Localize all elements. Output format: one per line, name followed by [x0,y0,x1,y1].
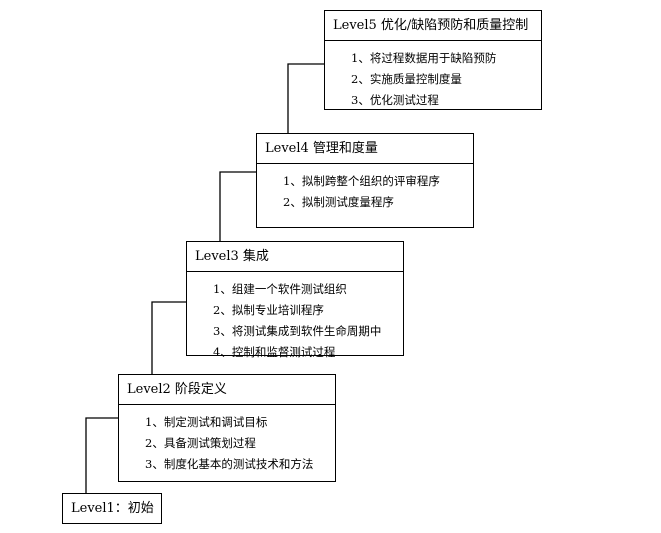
level2-item: 1、制定测试和调试目标 [145,415,268,429]
level2-items: 1、制定测试和调试目标 2、具备测试策划过程 3、制度化基本的测试技术和方法 [119,405,335,475]
level4-title: Level4 管理和度量 [257,134,473,164]
level5-box: Level5 优化/缺陷预防和质量控制 1、将过程数据用于缺陷预防 2、实施质量… [324,10,542,110]
level4-box: Level4 管理和度量 1、拟制跨整个组织的评审程序 2、拟制测试度量程序 [256,133,474,228]
level1-box: Level1：初始 [62,493,162,524]
level5-item: 1、将过程数据用于缺陷预防 [351,51,497,65]
level3-items: 1、组建一个软件测试组织 2、拟制专业培训程序 3、将测试集成到软件生命周期中 … [187,272,403,363]
level3-item: 1、组建一个软件测试组织 [213,282,347,296]
connector-l1-l2 [85,417,118,493]
level3-item: 2、拟制专业培训程序 [213,303,324,317]
connector-l3-l4 [219,171,256,241]
level3-item: 3、将测试集成到软件生命周期中 [213,324,382,338]
level4-item: 2、拟制测试度量程序 [283,195,394,209]
connector-l4-l5 [287,63,324,133]
level3-item: 4、控制和监督测试过程 [213,345,336,359]
level5-items: 1、将过程数据用于缺陷预防 2、实施质量控制度量 3、优化测试过程 [325,41,541,111]
level3-title: Level3 集成 [187,242,403,272]
level5-item: 3、优化测试过程 [351,93,439,107]
level2-item: 2、具备测试策划过程 [145,436,256,450]
level4-items: 1、拟制跨整个组织的评审程序 2、拟制测试度量程序 [257,164,473,213]
level3-box: Level3 集成 1、组建一个软件测试组织 2、拟制专业培训程序 3、将测试集… [186,241,404,359]
level2-item: 3、制度化基本的测试技术和方法 [145,457,314,471]
level2-title: Level2 阶段定义 [119,375,335,405]
level5-title: Level5 优化/缺陷预防和质量控制 [325,11,541,41]
level5-item: 2、实施质量控制度量 [351,72,462,86]
level1-title: Level1：初始 [71,501,154,516]
level4-item: 1、拟制跨整个组织的评审程序 [283,174,440,188]
connector-l2-l3 [151,301,186,374]
level2-box: Level2 阶段定义 1、制定测试和调试目标 2、具备测试策划过程 3、制度化… [118,374,336,482]
